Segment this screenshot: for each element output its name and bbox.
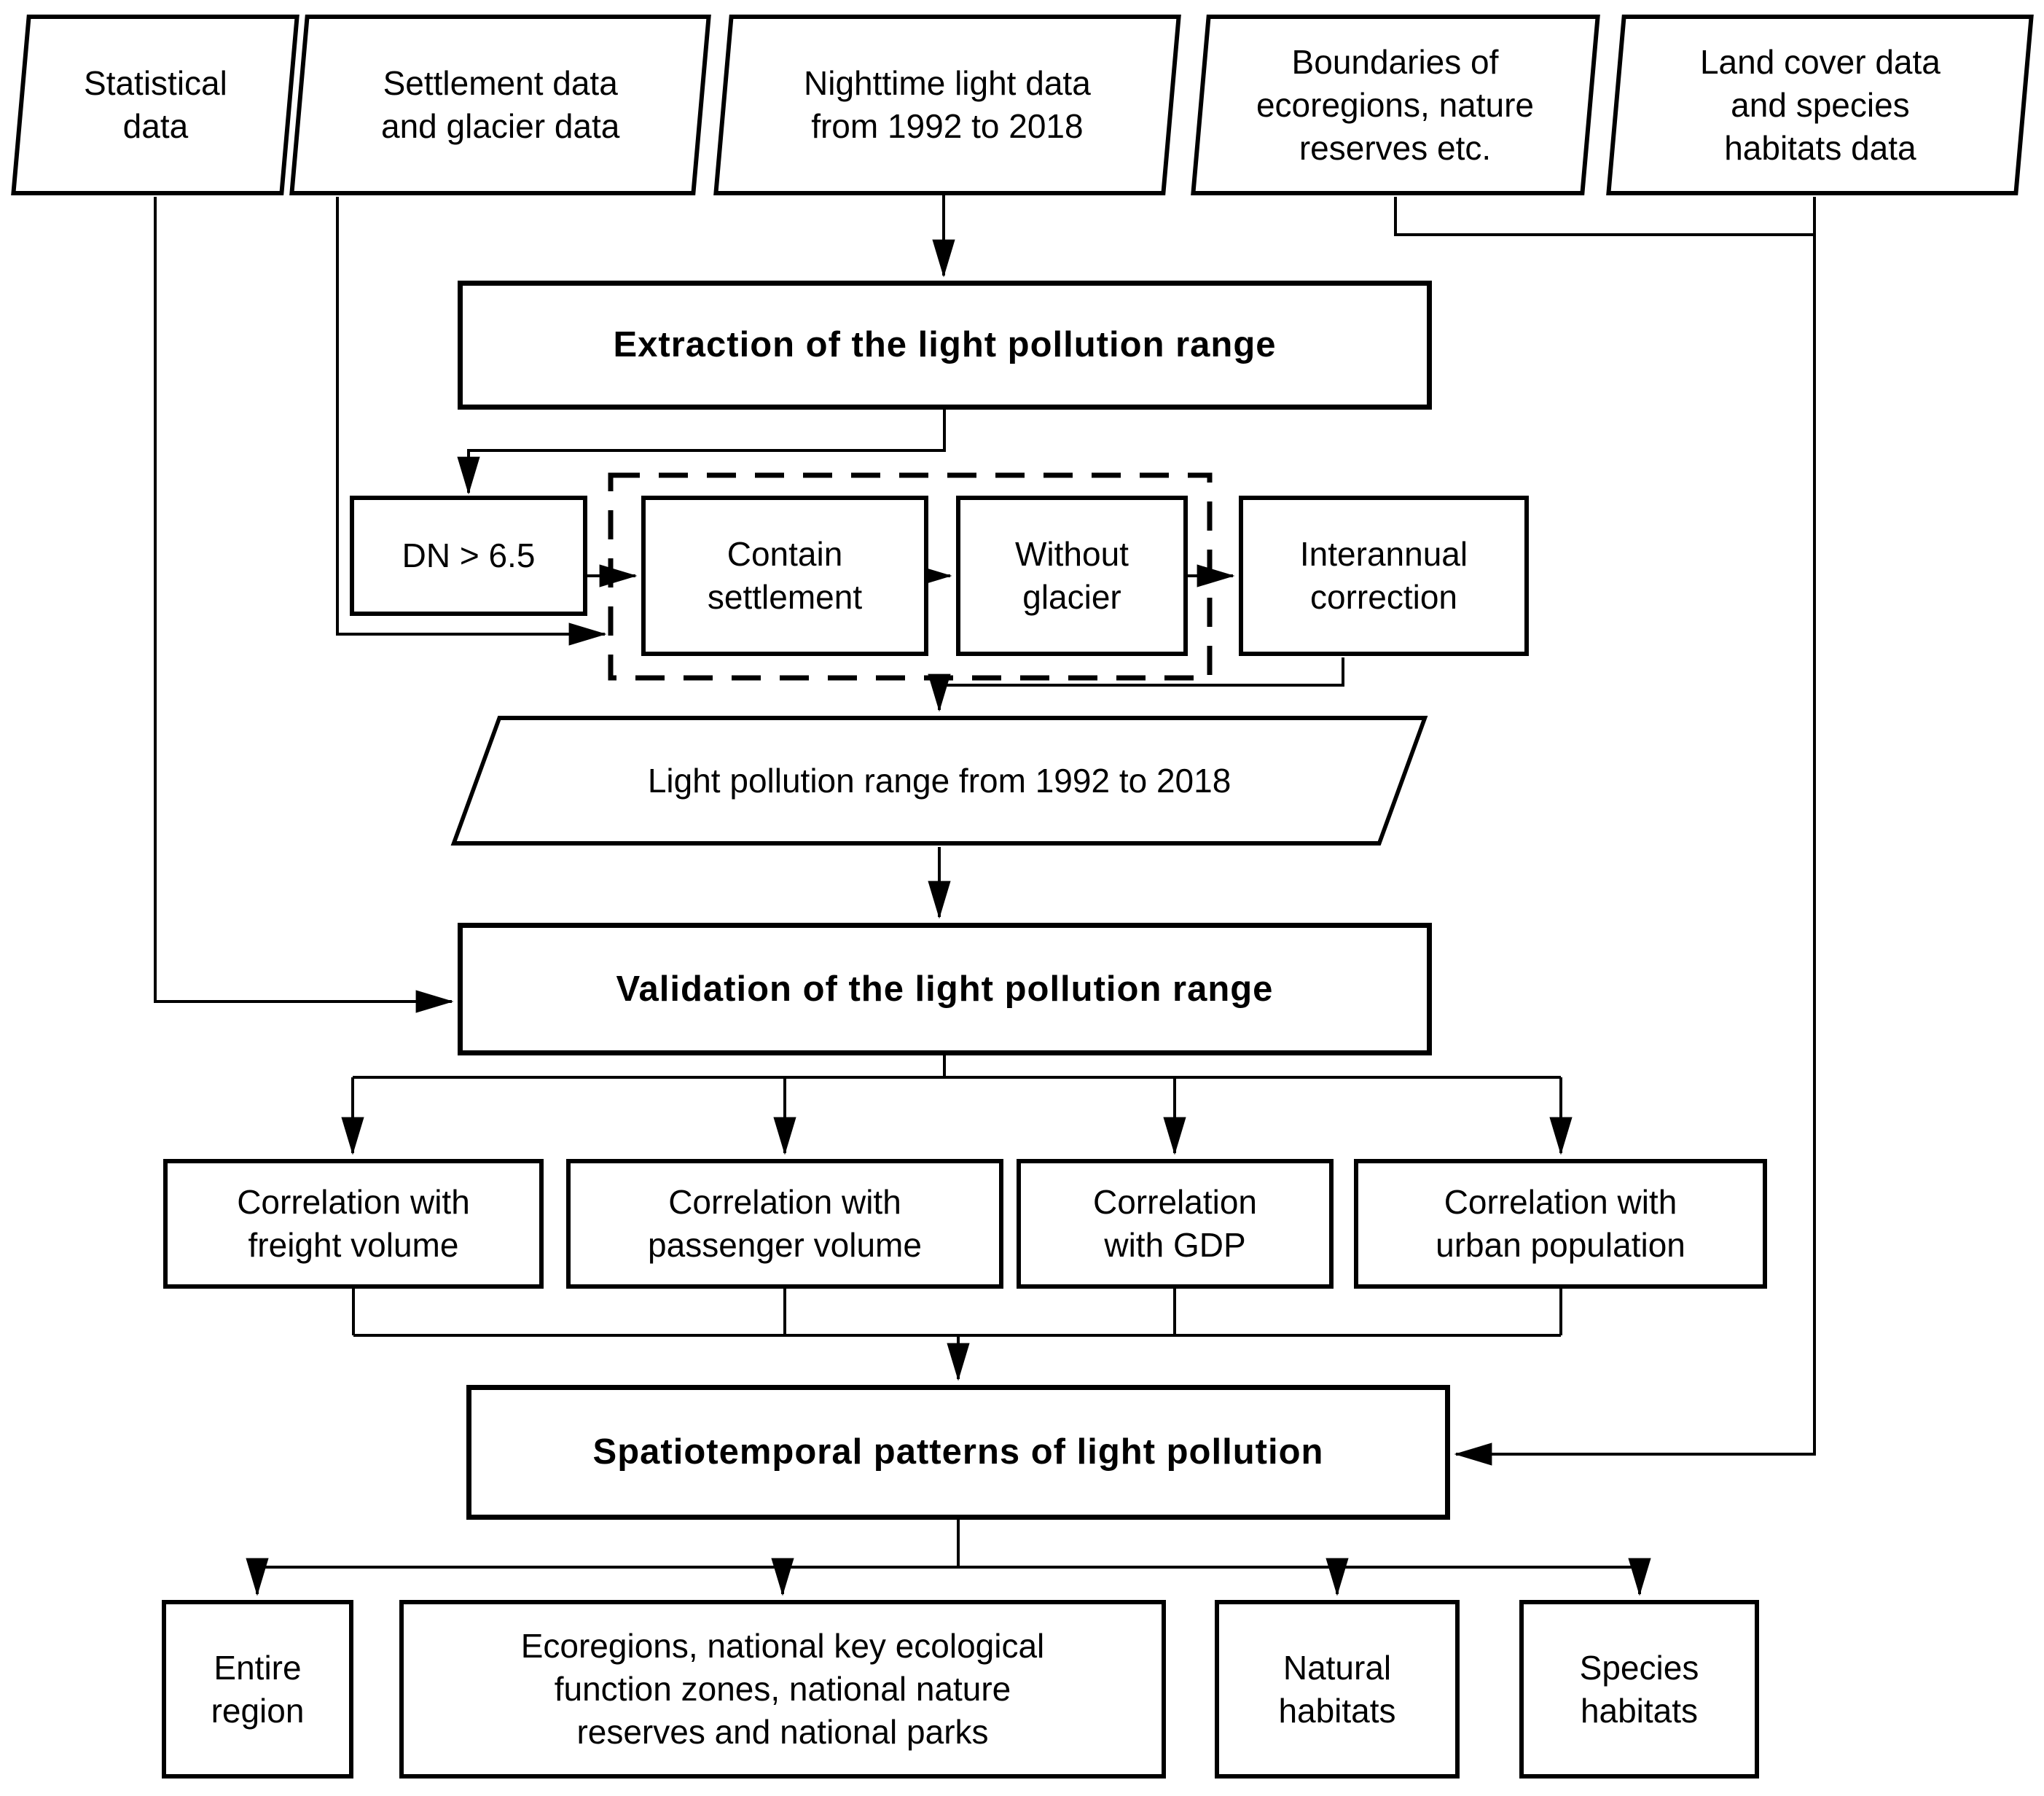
input-landcover-species-data: Land cover data and species habitats dat… bbox=[1606, 15, 2034, 195]
check-correlation-urban-population-label: Correlation with urban population bbox=[1436, 1183, 1685, 1264]
connector-interannual-to-range bbox=[928, 657, 1344, 712]
check-correlation-freight-label: Correlation with freight volume bbox=[237, 1183, 470, 1264]
process-without-glacier: Without glacier bbox=[956, 496, 1188, 656]
dashed-group-box bbox=[608, 472, 1213, 681]
input-settlement-glacier-data: Settlement data and glacier data bbox=[289, 15, 711, 195]
output-ecoregions-zones-label: Ecoregions, national key ecological func… bbox=[520, 1627, 1045, 1751]
result-light-pollution-range: Light pollution range from 1992 to 2018 bbox=[450, 716, 1428, 846]
process-contain-settlement-label: Contain settlement bbox=[707, 535, 863, 616]
process-validation-label: Validation of the light pollution range bbox=[616, 969, 1274, 1009]
check-correlation-urban-population: Correlation with urban population bbox=[1354, 1159, 1767, 1289]
process-interannual-correction-label: Interannual correction bbox=[1299, 535, 1468, 616]
output-entire-region: Entire region bbox=[162, 1600, 353, 1779]
connector-landcover-to-spatiotemporal bbox=[1454, 197, 1816, 1466]
output-entire-region-label: Entire region bbox=[211, 1648, 305, 1730]
output-ecoregions-zones: Ecoregions, national key ecological func… bbox=[399, 1600, 1166, 1779]
output-species-habitats-label: Species habitats bbox=[1579, 1648, 1699, 1730]
check-correlation-passenger-label: Correlation with passenger volume bbox=[648, 1183, 922, 1264]
input-landcover-species-data-label: Land cover data and species habitats dat… bbox=[1699, 42, 1941, 167]
process-extraction: Extraction of the light pollution range bbox=[458, 281, 1432, 410]
check-correlation-gdp-label: Correlation with GDP bbox=[1093, 1183, 1257, 1264]
connector-statistical-to-validation bbox=[154, 197, 454, 1013]
result-light-pollution-range-label: Light pollution range from 1992 to 2018 bbox=[647, 761, 1232, 800]
process-extraction-label: Extraction of the light pollution range bbox=[613, 325, 1277, 365]
output-species-habitats: Species habitats bbox=[1519, 1600, 1759, 1779]
input-statistical-data-label: Statistical data bbox=[83, 64, 227, 145]
check-correlation-freight: Correlation with freight volume bbox=[163, 1159, 544, 1289]
process-without-glacier-label: Without glacier bbox=[1015, 535, 1129, 616]
connector-boundaries-feed bbox=[1394, 197, 1814, 236]
process-dn-threshold-label: DN > 6.5 bbox=[402, 536, 536, 575]
input-boundaries-data-label: Boundaries of ecoregions, nature reserve… bbox=[1256, 42, 1535, 167]
input-nighttime-light-data-label: Nighttime light data from 1992 to 2018 bbox=[804, 64, 1091, 145]
connector-extraction-to-dn bbox=[457, 410, 946, 495]
input-nighttime-light-data: Nighttime light data from 1992 to 2018 bbox=[713, 15, 1181, 195]
output-natural-habitats-label: Natural habitats bbox=[1278, 1648, 1396, 1730]
input-statistical-data: Statistical data bbox=[11, 15, 299, 195]
check-correlation-passenger: Correlation with passenger volume bbox=[566, 1159, 1003, 1289]
connector-settlement-to-dashed-group bbox=[336, 197, 607, 646]
process-validation: Validation of the light pollution range bbox=[458, 923, 1432, 1055]
output-natural-habitats: Natural habitats bbox=[1215, 1600, 1460, 1779]
process-spatiotemporal: Spatiotemporal patterns of light polluti… bbox=[466, 1385, 1450, 1520]
check-correlation-gdp: Correlation with GDP bbox=[1017, 1159, 1334, 1289]
process-interannual-correction: Interannual correction bbox=[1239, 496, 1529, 656]
input-boundaries-data: Boundaries of ecoregions, nature reserve… bbox=[1191, 15, 1600, 195]
process-spatiotemporal-label: Spatiotemporal patterns of light polluti… bbox=[592, 1432, 1324, 1472]
process-dn-threshold: DN > 6.5 bbox=[350, 496, 587, 616]
process-contain-settlement: Contain settlement bbox=[641, 496, 928, 656]
input-settlement-glacier-data-label: Settlement data and glacier data bbox=[380, 64, 620, 145]
